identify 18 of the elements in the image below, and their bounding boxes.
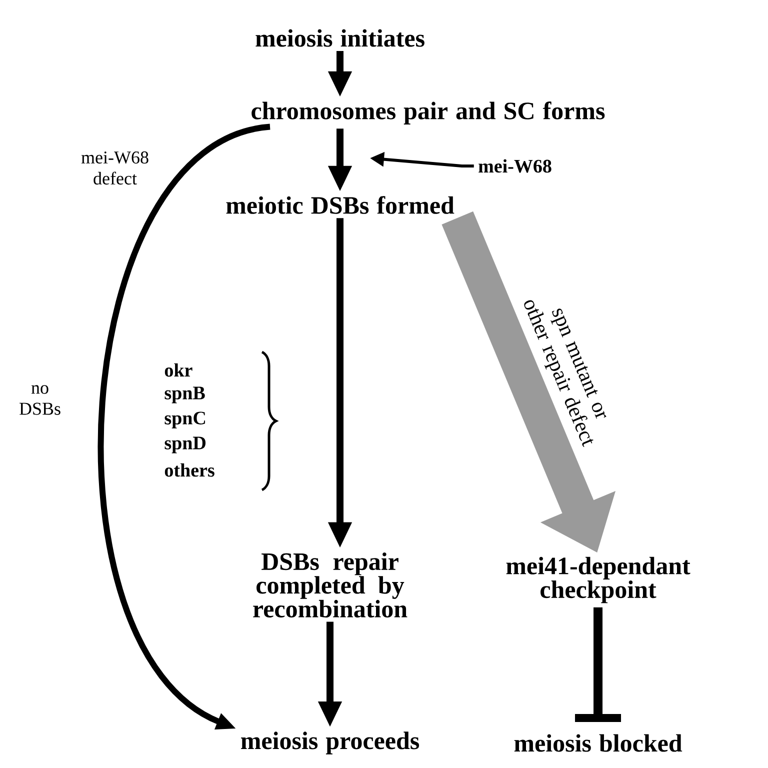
- step-text: mei41-dependant checkpoint: [506, 556, 690, 604]
- step-text: meiotic DSBs formed: [226, 196, 454, 214]
- edge-label: mei-W68 defect: [81, 151, 148, 185]
- step-text: meiosis blocked: [514, 734, 682, 752]
- step-text: meiosis initiates: [256, 29, 424, 47]
- gene-label: spnB: [164, 386, 205, 404]
- gene-label: mei-W68: [478, 159, 552, 173]
- gene-label: okr: [164, 363, 192, 377]
- inhibition-bar: [575, 607, 621, 722]
- gene-label: spnC: [164, 412, 205, 428]
- step-text: chromosomes pair and SC forms: [252, 102, 605, 124]
- step-text: DSBs repair completed by recombination: [253, 552, 408, 618]
- annotation-text: no DSBs: [20, 385, 60, 415]
- edge-label: spn mutant or other repair defect: [524, 300, 606, 447]
- gene-label: others: [164, 463, 214, 477]
- gene-label: spnD: [164, 436, 206, 454]
- arrow: [98, 124, 271, 730]
- step-text: meiosis proceeds: [241, 732, 420, 754]
